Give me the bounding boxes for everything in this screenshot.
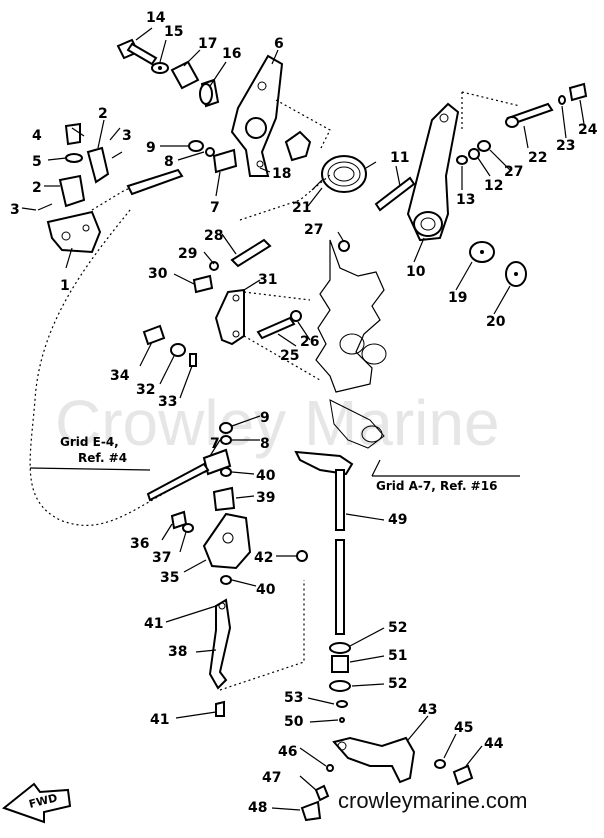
callout-16: 16: [222, 46, 241, 62]
callout-22: 22: [528, 150, 547, 166]
callout-29: 29: [178, 246, 197, 262]
callout-37: 37: [152, 550, 171, 566]
callout-26: 26: [300, 334, 319, 350]
callout-52b: 52: [388, 676, 407, 692]
callout-40b: 40: [256, 582, 276, 598]
callout-21: 21: [292, 200, 311, 216]
callout-47: 47: [262, 770, 281, 786]
part-stack-50-53: [329, 642, 351, 723]
part-38-rod: [208, 598, 232, 717]
callout-41a: 41: [144, 616, 163, 632]
fwd-arrow-icon: FWD: [1, 782, 72, 824]
callout-31: 31: [258, 272, 277, 288]
part-7-link-lower: [146, 422, 236, 512]
grid-ref-left-line1: Grid E-4,: [60, 435, 119, 449]
grid-ref-right: Grid A-7, Ref. #16: [376, 479, 497, 493]
callout-35: 35: [160, 570, 179, 586]
callout-34: 34: [110, 368, 130, 384]
callout-51: 51: [388, 648, 407, 664]
callout-43: 43: [418, 702, 437, 718]
part-18-cam: [284, 130, 312, 162]
callout-14: 14: [146, 10, 166, 26]
callout-19: 19: [448, 290, 467, 306]
part-link-7-top: [188, 140, 238, 174]
part-28-bolt: [230, 238, 272, 268]
callout-45: 45: [454, 720, 473, 736]
callout-7b: 7: [210, 436, 220, 452]
callout-3b: 3: [10, 202, 20, 218]
callout-52a: 52: [388, 620, 407, 636]
callout-25: 25: [280, 348, 299, 364]
callout-2b: 2: [32, 180, 42, 196]
part-31-lever: [214, 288, 245, 346]
callout-38: 38: [168, 644, 187, 660]
part-6-lever-bracket: [230, 54, 284, 177]
part-bracket-assembly: [37, 122, 184, 254]
callout-8b: 8: [260, 436, 270, 452]
callout-33: 33: [158, 394, 177, 410]
part-bolt-collar-group: [116, 38, 220, 108]
callout-49: 49: [388, 512, 407, 528]
callout-24: 24: [578, 122, 598, 138]
callout-12: 12: [484, 178, 503, 194]
part-10-throttle-arm: [406, 102, 460, 242]
callout-50: 50: [284, 714, 304, 730]
callout-labels: 14 15 17 16 6 2 3 4 5 2 3 1 9 8 7 18 21 …: [10, 10, 598, 816]
callout-9b: 9: [260, 410, 270, 426]
callout-7a: 7: [210, 200, 220, 216]
callout-27b: 27: [304, 222, 323, 238]
callout-18: 18: [272, 166, 291, 182]
callout-4: 4: [32, 128, 42, 144]
callout-42: 42: [254, 550, 273, 566]
callout-17: 17: [198, 36, 217, 52]
part-49-shaft: [294, 450, 354, 635]
website-label: crowleymarine.com: [338, 788, 528, 813]
callout-10: 10: [406, 264, 426, 280]
callout-2a: 2: [98, 106, 108, 122]
part-link-rod-22: [505, 82, 588, 128]
callout-39: 39: [256, 490, 275, 506]
callout-32: 32: [136, 382, 155, 398]
callout-15: 15: [164, 24, 183, 40]
callout-6: 6: [274, 36, 284, 52]
engine-block-outline: [315, 239, 385, 393]
callout-11: 11: [390, 150, 409, 166]
callout-36: 36: [130, 536, 149, 552]
callout-53: 53: [284, 690, 303, 706]
callout-3a: 3: [122, 128, 132, 144]
callout-48: 48: [248, 800, 267, 816]
part-21-spring: [311, 155, 377, 193]
callout-44: 44: [484, 736, 504, 752]
callout-41b: 41: [150, 712, 169, 728]
callout-23: 23: [556, 138, 575, 154]
callout-30: 30: [148, 266, 168, 282]
callout-20: 20: [486, 314, 506, 330]
part-35-bracket: [170, 510, 252, 585]
callout-5: 5: [32, 154, 42, 170]
watermark: Crowley Marine: [55, 387, 500, 459]
callout-46: 46: [278, 744, 297, 760]
grid-ref-left-line2: Ref. #4: [78, 451, 127, 465]
callout-28: 28: [204, 228, 223, 244]
part-43-lever: [300, 736, 474, 822]
callout-13: 13: [456, 192, 475, 208]
callout-8a: 8: [164, 154, 174, 170]
callout-1: 1: [60, 278, 70, 294]
callout-9a: 9: [146, 140, 156, 156]
callout-40a: 40: [256, 468, 276, 484]
callout-27a: 27: [504, 164, 523, 180]
control-cable: [29, 209, 211, 526]
part-11-bolt: [374, 176, 416, 212]
